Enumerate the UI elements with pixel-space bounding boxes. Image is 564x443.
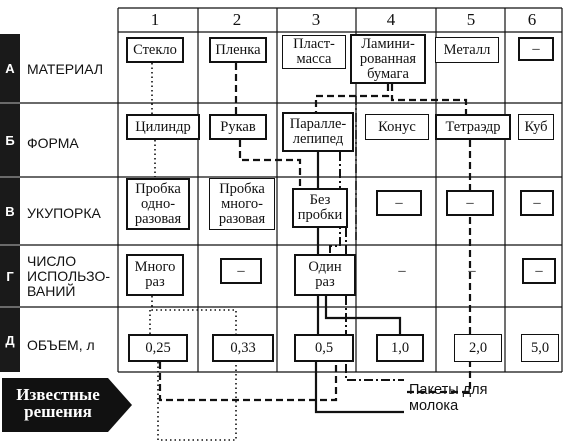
cell-film: Пленка xyxy=(209,37,267,63)
column-number: 4 xyxy=(386,10,396,29)
row-letter-d: Д xyxy=(0,308,20,372)
cell-many-times: Много раз xyxy=(126,254,184,296)
column-number: 1 xyxy=(150,10,160,29)
column-number: 5 xyxy=(466,10,476,29)
cell-reusable-cap: Пробка много- разовая xyxy=(209,178,275,230)
row-label-material: МАТЕРИАЛ xyxy=(27,60,104,77)
column-number: 3 xyxy=(311,10,321,29)
cell-volume-0-25: 0,25 xyxy=(128,334,188,362)
cell-one-time: Один раз xyxy=(294,254,356,296)
row-letter-g: Г xyxy=(0,246,20,306)
row-label-shape: ФОРМА xyxy=(27,134,79,151)
cell-closure-none-5: – xyxy=(446,190,494,216)
cell-plastic: Пласт- масса xyxy=(282,35,346,69)
legend-milk-packets: Пакеты для молока xyxy=(409,382,488,414)
cell-volume-1-0: 1,0 xyxy=(376,334,424,362)
cell-laminated-paper: Ламини- рованная бумага xyxy=(350,34,426,84)
cell-material-none: – xyxy=(518,37,554,61)
cell-metal: Металл xyxy=(435,37,499,63)
row-label-volume: ОБЪЕМ, л xyxy=(27,336,95,353)
cell-single-use-cap: Пробка одно- разовая xyxy=(126,178,190,230)
cell-glass: Стекло xyxy=(126,37,184,63)
cell-closure-none-4: – xyxy=(376,190,422,216)
row-letter-b: Б xyxy=(0,104,20,176)
badge-text: Известные решения xyxy=(16,385,100,421)
cell-uses-none-4: – xyxy=(398,262,406,279)
cell-uses-none-2: – xyxy=(220,258,262,284)
cell-uses-none-5: – xyxy=(468,262,476,279)
cell-parallelepiped: Паралле- лепипед xyxy=(282,112,354,152)
column-number: 2 xyxy=(232,10,242,29)
cell-cube: Куб xyxy=(518,114,554,140)
row-label-closure: УКУПОРКА xyxy=(27,204,101,221)
cell-tetrahedron: Тетраэдр xyxy=(435,114,511,140)
cell-sleeve: Рукав xyxy=(209,114,267,140)
row-label-uses: ЧИСЛО ИСПОЛЬЗО- ВАНИЙ xyxy=(27,252,111,299)
known-solutions-badge xyxy=(2,378,132,432)
cell-volume-5-0: 5,0 xyxy=(521,334,559,362)
row-letter-v: В xyxy=(0,178,20,244)
cell-volume-2-0: 2,0 xyxy=(454,334,502,362)
cell-closure-none-6: – xyxy=(520,190,554,216)
cell-cylinder: Цилиндр xyxy=(126,114,200,140)
row-letter-a: А xyxy=(0,34,20,102)
cell-volume-0-5: 0,5 xyxy=(294,334,354,362)
cell-no-cap: Без пробки xyxy=(292,188,348,228)
badge-arrow-shape xyxy=(2,378,132,432)
cell-uses-none-6: – xyxy=(522,258,556,284)
cell-cone: Конус xyxy=(365,114,429,140)
cell-volume-0-33: 0,33 xyxy=(212,334,274,362)
column-number: 6 xyxy=(527,10,537,29)
